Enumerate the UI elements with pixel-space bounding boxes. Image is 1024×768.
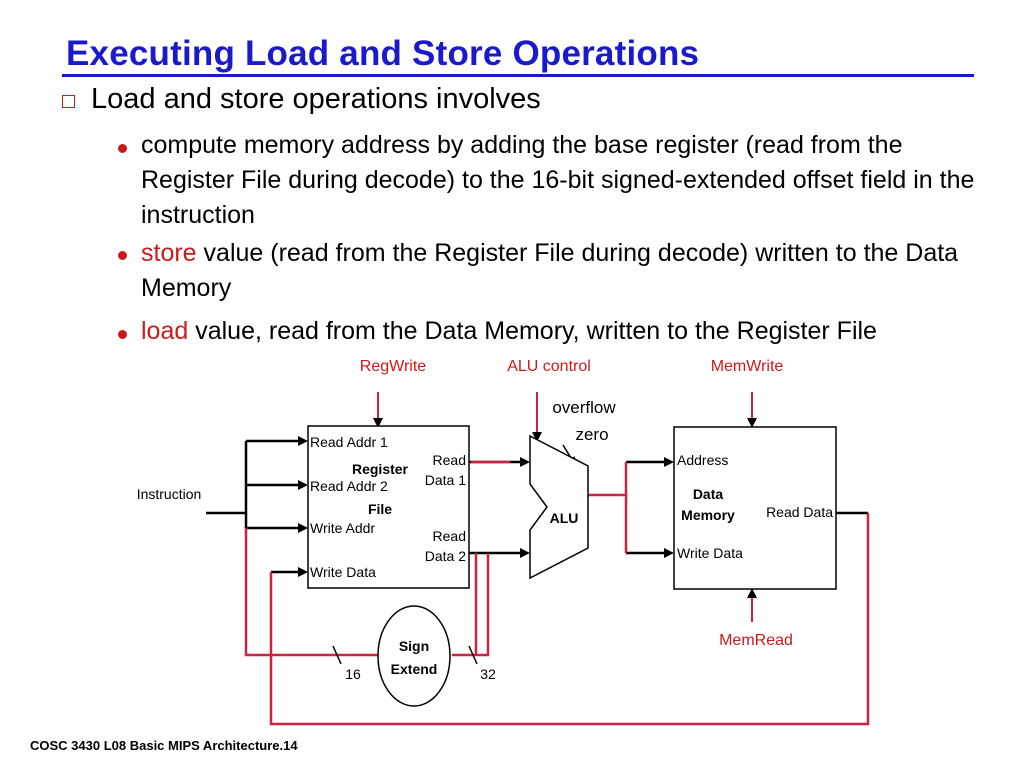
dot-bullet-icon: [118, 144, 127, 153]
alu-block: [529, 434, 589, 580]
instruction-label: Instruction: [137, 486, 202, 502]
writeback-wire: [269, 513, 870, 726]
offset-wire: [244, 528, 378, 657]
regwrite-arrowhead-icon: [373, 418, 383, 428]
memwrite-label: MemWrite: [711, 358, 784, 375]
write-addr-label: Write Addr: [310, 520, 375, 536]
sub-bullet-2: store value (read from the Register File…: [141, 236, 981, 306]
read-data-2-label-a: Read: [433, 528, 466, 544]
sign-extend-block: [377, 605, 451, 707]
data-memory-block: [673, 426, 837, 590]
dot-bullet-icon: [118, 251, 127, 260]
address-label: Address: [677, 452, 728, 468]
read-data-1-label-b: Data 1: [425, 472, 466, 488]
bus-16-label: 16: [345, 666, 361, 682]
bus-16-tick: [332, 645, 342, 665]
write-data-label: Write Data: [310, 564, 376, 580]
register-file-name-2: File: [368, 501, 392, 517]
alu-control-label: ALU control: [507, 358, 591, 375]
footer-text: COSC 3430 L08 Basic MIPS Architecture.14: [30, 738, 298, 753]
read-data-2-label-b: Data 2: [425, 548, 466, 564]
data-memory-name-1: Data: [693, 486, 724, 502]
read-addr-1-label: Read Addr 1: [310, 434, 388, 450]
alu-result-wire: [587, 462, 628, 497]
read-addr-2-label: Read Addr 2: [310, 478, 388, 494]
slide-title: Executing Load and Store Operations: [66, 34, 700, 73]
extended-offset-wire: [452, 553, 490, 657]
dot-bullet-icon: [118, 330, 127, 339]
memread-label: MemRead: [719, 632, 793, 649]
sub-bullet-2-text: value (read from the Register File durin…: [141, 239, 959, 302]
register-file-block: [307, 425, 470, 589]
alu-label: ALU: [550, 510, 579, 526]
data-memory-name-2: Memory: [681, 507, 735, 523]
regwrite-label: RegWrite: [360, 358, 426, 375]
sign-extend-label-2: Extend: [391, 661, 438, 677]
mem-write-data-label: Write Data: [677, 545, 743, 561]
sign-extend-label-1: Sign: [399, 638, 429, 654]
memwrite-arrowhead-icon: [747, 418, 757, 428]
zero-label: zero: [575, 425, 608, 444]
sub-bullet-3-text: value, read from the Data Memory, writte…: [188, 317, 877, 345]
overflow-label: overflow: [552, 398, 616, 417]
read-data-1-label-a: Read: [433, 452, 466, 468]
read-data-label: Read Data: [766, 504, 833, 520]
store-keyword: store: [141, 239, 197, 267]
main-bullet-text: Load and store operations involves: [91, 83, 541, 115]
load-keyword: load: [141, 317, 189, 345]
alu-control-arrowhead-icon: [532, 432, 542, 442]
register-file-name-1: Register: [352, 461, 409, 477]
memread-arrowhead-icon: [747, 588, 757, 598]
bus-32-label: 32: [480, 666, 496, 682]
square-bullet-icon: [62, 95, 75, 108]
bus-32-tick: [468, 645, 478, 665]
sub-bullet-1: compute memory address by adding the bas…: [141, 131, 975, 229]
title-underline: [62, 74, 974, 77]
sub-bullet-3: load value, read from the Data Memory, w…: [141, 314, 941, 349]
